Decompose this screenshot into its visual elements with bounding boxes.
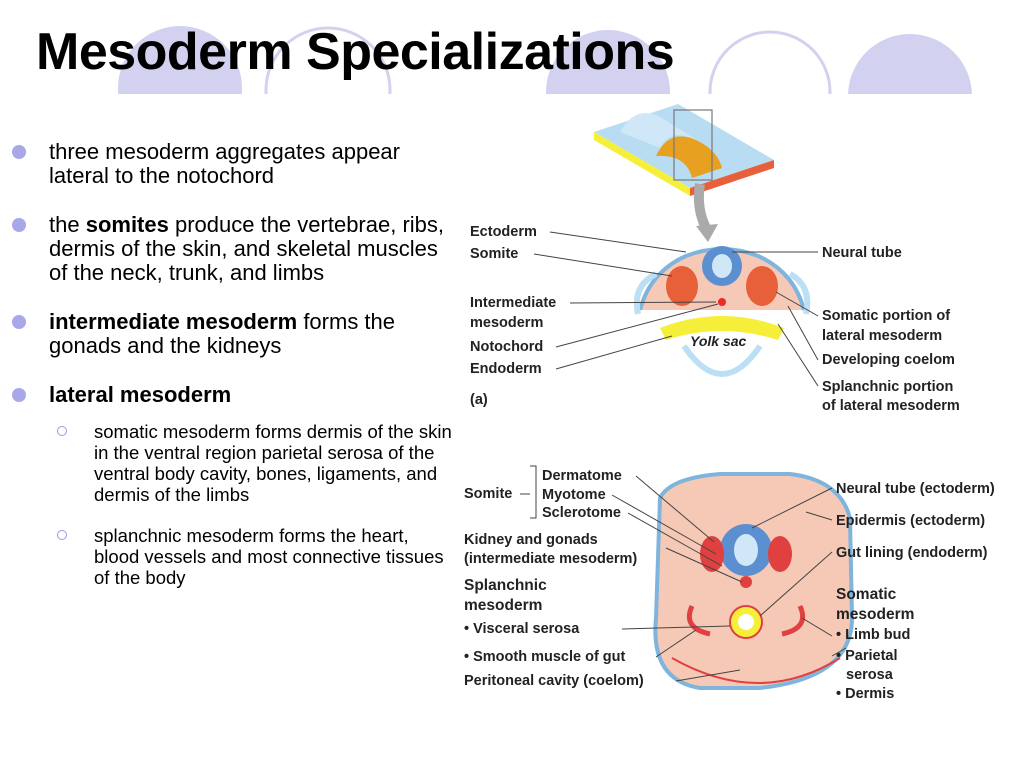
bullet-item: the somites produce the vertebrae, ribs,… [12, 213, 452, 285]
label-peritoneal-cavity: Peritoneal cavity (coelom) [464, 673, 644, 689]
label-smooth-muscle: • Smooth muscle of gut [464, 649, 626, 665]
bullet-list: three mesoderm aggregates appear lateral… [12, 140, 452, 613]
bullet-item: intermediate mesoderm forms the gonads a… [12, 310, 452, 358]
label-gut-lining: Gut lining (endoderm) [836, 545, 988, 561]
label-dermatome: Dermatome [542, 468, 622, 484]
label-endoderm: Endoderm [470, 361, 542, 377]
label-visceral-serosa: • Visceral serosa [464, 621, 580, 637]
deco-circle-outline [708, 30, 832, 94]
label-of-lateral-mesoderm: of lateral mesoderm [822, 398, 960, 414]
bullet-item: three mesoderm aggregates appear lateral… [12, 140, 452, 188]
label-mesoderm: mesoderm [470, 315, 543, 331]
label-somite: Somite [464, 486, 512, 502]
leader-lines [533, 231, 819, 387]
page-title: Mesoderm Specializations [36, 23, 675, 81]
bullet-item: lateral mesoderm somatic mesoderm forms … [12, 383, 452, 588]
diagram-a: Yolk sac Ectoderm Somite Intermediate me… [470, 104, 960, 414]
label-notochord: Notochord [470, 339, 543, 355]
label-ectoderm: Ectoderm [470, 224, 537, 240]
bullet-text: three mesoderm aggregates appear lateral… [49, 139, 400, 188]
label-kidney-gonads: Kidney and gonads [464, 532, 598, 548]
label-developing-coelom: Developing coelom [822, 352, 955, 368]
label-splanchnic: Splanchnic [464, 577, 547, 594]
deco-circle [848, 34, 972, 94]
panel-label: (a) [470, 392, 488, 408]
sub-bullet-list: somatic mesoderm forms dermis of the ski… [57, 421, 452, 588]
label-sclerotome: Sclerotome [542, 505, 621, 521]
label-somatic: Somatic [836, 586, 897, 603]
deco-circle-outline [264, 26, 392, 94]
deco-circle [118, 26, 242, 94]
bullet-keyword: lateral mesoderm [49, 382, 232, 407]
label-splanchnic-mesoderm: mesoderm [464, 597, 542, 614]
leader-lines-b [520, 465, 847, 682]
label-serosa: serosa [846, 667, 894, 683]
sub-bullet-item: somatic mesoderm forms dermis of the ski… [57, 421, 452, 505]
label-neural-tube-ectoderm: Neural tube (ectoderm) [836, 481, 995, 497]
label-myotome: Myotome [542, 487, 606, 503]
deco-circle [546, 30, 670, 94]
embryo-cross-section [633, 246, 811, 377]
label-limb-bud: • Limb bud [836, 627, 910, 643]
bullet-keyword: intermediate mesoderm [49, 309, 298, 334]
label-somite: Somite [470, 246, 518, 262]
label-splanchnic-portion: Splanchnic portion [822, 379, 953, 395]
label-lateral-mesoderm: lateral mesoderm [822, 328, 942, 344]
label-parietal: • Parietal [836, 648, 898, 664]
embryo-3d-sketch [594, 104, 774, 196]
arrow-down-icon [693, 183, 711, 231]
embryo-cross-section-b [653, 472, 855, 690]
label-somatic-mesoderm: mesoderm [836, 606, 914, 623]
label-somatic-portion: Somatic portion of [822, 308, 950, 324]
label-intermediate: Intermediate [470, 295, 556, 311]
yolk-sac-label: Yolk sac [690, 333, 747, 349]
bullet-keyword: somites [85, 212, 169, 237]
sub-bullet-item: splanchnic mesoderm forms the heart, blo… [57, 525, 452, 588]
label-neural-tube: Neural tube [822, 245, 902, 261]
label-intermediate-mesoderm: (intermediate mesoderm) [464, 551, 637, 567]
label-dermis: • Dermis [836, 686, 894, 698]
label-epidermis: Epidermis (ectoderm) [836, 513, 985, 529]
background-decoration [30, 26, 990, 100]
diagram-b: Somite Dermatome Myotome Sclerotome Kidn… [464, 465, 995, 698]
